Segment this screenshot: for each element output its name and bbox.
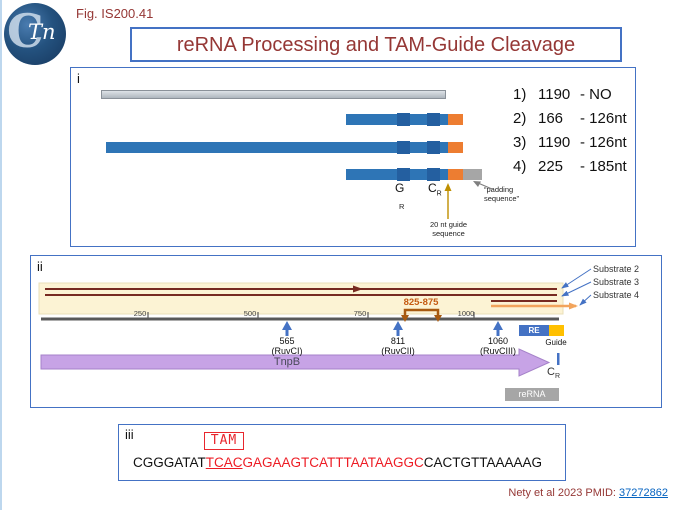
citation-text: Nety et al 2023 PMID: (508, 487, 620, 499)
sequence-flank-left: CGGGATAT (133, 455, 206, 470)
panel-ii: ii (30, 255, 662, 408)
cleavage-arrow-1060 (493, 321, 503, 336)
title-box: reRNA Processing and TAM-Guide Cleavage (130, 27, 622, 62)
guide-segment (448, 142, 463, 153)
g-motif-label: G (395, 181, 405, 195)
substrate-direction-arrowhead (353, 285, 363, 293)
cr-label: CR (547, 366, 561, 381)
left-edge-accent (0, 0, 2, 510)
result-row-2: 2) 166 - 126nt (513, 110, 627, 127)
tam-box: TAM (204, 432, 244, 450)
tnpb-label: TnpB (273, 356, 301, 368)
guide-label: Guide (545, 338, 567, 347)
tncentral-logo: C Tn (4, 3, 66, 65)
logo-letter-tn: Tn (28, 20, 56, 44)
substrate-2-label: Substrate 2 (593, 264, 640, 274)
rerna-bar-1 (346, 113, 463, 126)
rerna-box: reRNA (505, 388, 559, 401)
cr-mark (557, 353, 560, 365)
sequence-flank-right: CACTGTTAAAAAG (423, 455, 543, 470)
region-bracket-right-arrowhead (434, 315, 442, 322)
substrate-4-pointer-arrow (579, 294, 592, 306)
panel-i-label: i (77, 71, 80, 86)
tick-label-750: 750 (353, 309, 367, 318)
substrate-3-label: Substrate 3 (593, 277, 640, 287)
guide-segment (448, 169, 463, 180)
panel-iii-label: iii (125, 427, 134, 442)
substrate-3-pointer-arrow (561, 281, 592, 297)
sequence-guide-match: GAGAAGTCATTTAATAAGGC (242, 455, 424, 470)
logo-letter-c: C (7, 4, 44, 58)
guide-sequence-label: 20 nt guide sequence (429, 220, 468, 238)
region-825-875-bracket (403, 308, 440, 318)
substrate-band (38, 282, 564, 315)
panel-iii: iii TAM CGGGATATTCACGAGAAGTCATTTAATAAGGC… (118, 424, 566, 481)
guide-segment (448, 114, 463, 125)
tick-label-1000: 1000 (457, 309, 475, 318)
result-row-3: 3) 1190 - 126nt (513, 134, 627, 151)
figure-label: Fig. IS200.41 (76, 6, 154, 21)
region-825-875-label: 825-875 (403, 297, 439, 308)
cleavage-arrow-565 (282, 321, 292, 336)
panel-i: i G R CR “padding sequence” (70, 67, 636, 247)
panel-i-arrows (444, 181, 493, 219)
cr-motif-segment (427, 141, 440, 154)
citation: Nety et al 2023 PMID: 37272862 (420, 487, 668, 499)
cr-motif-segment (427, 113, 440, 126)
tick-label-500: 500 (243, 309, 257, 318)
guide-pointer-arrowhead (444, 183, 452, 191)
gr-motif-segment (397, 141, 410, 154)
tnpb-orf-arrow (40, 348, 551, 377)
pmid-link[interactable]: 37272862 (619, 487, 668, 499)
padding-sequence-label: “padding sequence” (484, 185, 520, 203)
cr-motif-segment (427, 168, 440, 181)
padding-pointer-arrow (477, 182, 493, 190)
precursor-rna-bar (101, 90, 446, 99)
dna-sequence: CGGGATATTCACGAGAAGTCATTTAATAAGGCCACTGTTA… (133, 455, 542, 470)
padding-pointer-arrowhead (473, 181, 481, 187)
result-row-4: 4) 225 - 185nt (513, 158, 627, 175)
page-title: reRNA Processing and TAM-Guide Cleavage (176, 34, 576, 56)
site-811-label: 811(RuvCII) (381, 336, 415, 356)
site-565-label: 565(RuvCI) (271, 336, 303, 356)
result-row-1: 1) 1190 - NO (513, 86, 612, 103)
rerna-bar-3 (346, 168, 482, 181)
rerna-bar-2 (106, 141, 463, 154)
substrate-4-label: Substrate 4 (593, 290, 640, 300)
g-motif-subscript: R (399, 202, 405, 211)
panel-ii-diagram (38, 268, 592, 377)
gr-motif-segment (397, 168, 410, 181)
region-bracket-left-arrowhead (401, 315, 409, 322)
tick-label-250: 250 (133, 309, 147, 318)
c-motif-subscript: R (436, 190, 442, 198)
panel-ii-label: ii (37, 259, 43, 274)
site-1060-label: 1060(RuvCIII) (480, 336, 516, 356)
cleavage-arrow-811 (393, 321, 403, 336)
gr-motif-segment (397, 113, 410, 126)
substrate-2-pointer-arrow (561, 268, 592, 289)
c-motif-label: CR (428, 181, 442, 198)
re-label: RE (528, 326, 540, 335)
guide-box (549, 325, 564, 336)
sequence-tam-motif: TCAC (205, 455, 243, 470)
padding-segment (463, 169, 482, 180)
re-box (519, 325, 549, 336)
